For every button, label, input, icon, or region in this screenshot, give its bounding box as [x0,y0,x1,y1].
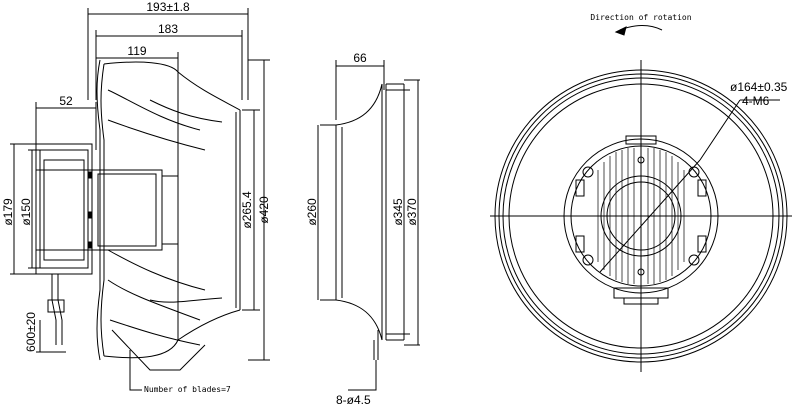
cone-throat-label: ø260 [305,198,319,226]
rotation-note: Direction of rotation [590,13,691,22]
wheel-depth-label: 119 [127,44,146,58]
bolt-circle-label: ø164±0.35 [730,80,788,94]
impeller-diameter-label: ø420 [257,196,271,224]
cone-mid-diameter-label: ø345 [391,198,405,226]
front-view [490,25,792,372]
blade-note: Number of blades=7 [144,385,231,394]
inlet-cone-view [317,60,420,391]
cone-depth-label: 66 [353,51,367,65]
motor-box-depth-label: 52 [59,94,73,108]
motor-body-diameter-label: ø150 [19,198,33,226]
overall-depth-label: 193±1.8 [146,0,190,14]
cone-holes-label: 8-ø4.5 [336,393,371,407]
bolt-holes-label: 4-M6 [742,94,770,108]
impeller-depth-label: 183 [158,22,178,36]
side-view [10,8,270,391]
cone-outer-diameter-label: ø370 [405,198,419,226]
inlet-diameter-label: ø265.4 [240,191,254,229]
cable-length-label: 600±20 [24,312,38,352]
motor-box-height-label: ø179 [1,198,15,226]
